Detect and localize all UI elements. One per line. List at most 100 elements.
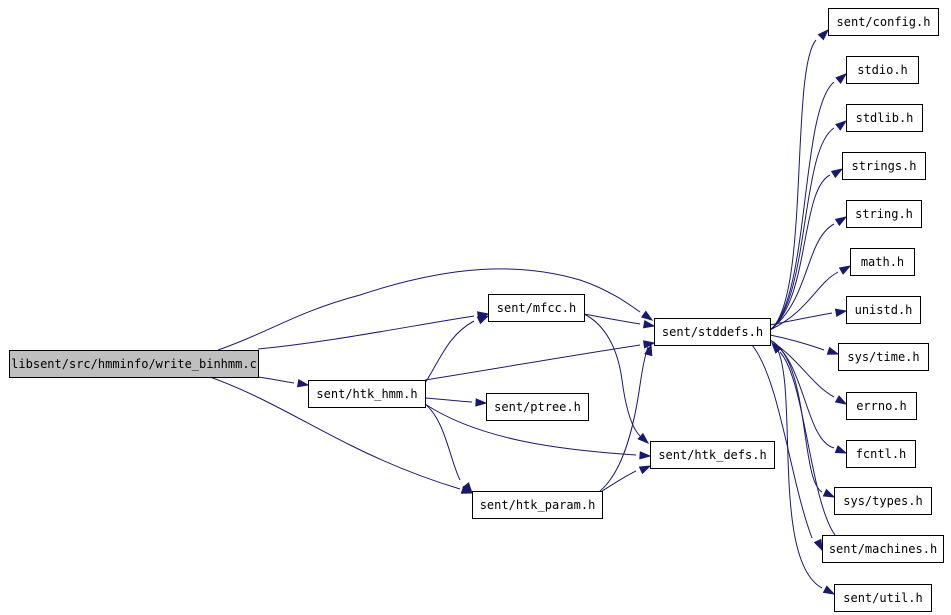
node-label: errno.h: [856, 399, 907, 413]
node-box: [842, 152, 926, 180]
edge-stddefs-to-stdio: [769, 73, 848, 331]
edge-line: [601, 470, 637, 492]
edge-mfcc-to-stddefs: [583, 313, 656, 329]
edge-arrowhead: [643, 340, 656, 349]
edge-arrowhead: [642, 320, 656, 329]
node-fcntl: fcntl.h: [846, 440, 916, 468]
edge-line: [424, 403, 461, 481]
edge-arrowhead: [822, 585, 836, 595]
node-ptree[interactable]: sent/ptree.h: [486, 393, 589, 421]
node-box: [650, 441, 775, 469]
edge-arrowhead: [835, 73, 848, 84]
edge-stddefs-to-fcntl: [769, 339, 848, 454]
edge-arrowhead: [834, 216, 848, 227]
node-label: sent/config.h: [837, 15, 931, 29]
edge-arrowhead: [640, 310, 654, 321]
edge-htk_hmm-to-ptree: [424, 397, 488, 407]
edge-line: [774, 344, 823, 589]
edge-arrowhead: [817, 28, 830, 41]
node-label: sent/ptree.h: [494, 400, 581, 414]
edge-write_binhmm-to-mfcc: [257, 311, 490, 350]
edges-layer: [209, 28, 852, 595]
edge-arrowhead: [638, 465, 652, 475]
node-machines[interactable]: sent/machines.h: [822, 535, 944, 563]
edge-machines-to-stddefs: [771, 341, 836, 536]
edge-arrowhead: [826, 346, 840, 355]
node-config[interactable]: sent/config.h: [828, 8, 939, 36]
edge-line: [583, 313, 641, 437]
node-label: sent/machines.h: [829, 542, 937, 556]
node-box: [838, 343, 929, 371]
node-box: [846, 440, 916, 468]
node-box: [846, 200, 922, 228]
edge-htk_param-to-htk_defs: [601, 465, 652, 492]
edge-stddefs-to-systime: [769, 334, 840, 355]
edge-line: [217, 268, 641, 351]
edge-line: [424, 397, 473, 403]
edge-arrowhead: [830, 168, 844, 179]
node-label: math.h: [861, 255, 904, 269]
edge-arrowhead: [462, 482, 473, 495]
node-label: stdio.h: [857, 63, 908, 77]
edge-line: [424, 320, 475, 384]
edge-line: [769, 223, 835, 331]
edge-arrowhead: [835, 120, 848, 131]
node-label: sent/util.h: [843, 591, 922, 605]
node-box: [9, 350, 259, 378]
edge-stddefs-to-machines: [751, 344, 823, 552]
node-box: [834, 584, 932, 612]
node-htk_param[interactable]: sent/htk_param.h: [472, 491, 603, 519]
edge-arrowhead: [834, 395, 848, 405]
node-box: [822, 535, 944, 563]
node-stddefs[interactable]: sent/stddefs.h: [654, 318, 771, 346]
edge-arrowhead: [637, 432, 650, 445]
edge-line: [769, 312, 833, 326]
node-label: sent/stddefs.h: [662, 325, 763, 339]
node-label: sent/htk_param.h: [480, 498, 596, 512]
node-box: [846, 296, 921, 324]
node-box: [834, 487, 932, 515]
node-box: [654, 318, 771, 346]
node-box: [850, 248, 915, 276]
edge-stddefs-to-systypes: [769, 339, 836, 498]
node-htk_hmm[interactable]: sent/htk_hmm.h: [308, 380, 426, 408]
node-systypes: sys/types.h: [834, 487, 932, 515]
node-box: [486, 393, 589, 421]
node-htk_defs[interactable]: sent/htk_defs.h: [650, 441, 775, 469]
edge-arrowhead: [834, 445, 848, 454]
node-label: sent/htk_defs.h: [658, 448, 766, 462]
node-box: [846, 56, 919, 84]
edge-stddefs-to-util: [774, 344, 836, 595]
edge-arrowhead: [644, 343, 653, 357]
edge-htk_hmm-to-mfcc: [424, 315, 490, 384]
edge-arrowhead: [838, 265, 852, 275]
node-box: [828, 8, 939, 36]
node-label: sent/htk_hmm.h: [316, 387, 417, 401]
edge-line: [779, 351, 836, 536]
node-write_binhmm[interactable]: libsent/src/hmminfo/write_binhmm.c: [9, 350, 259, 378]
edge-line: [257, 315, 475, 350]
edge-line: [583, 313, 641, 325]
node-label: sent/mfcc.h: [497, 301, 576, 315]
edge-arrowhead: [296, 379, 310, 388]
edge-mfcc-to-htk_defs: [583, 313, 650, 445]
edge-stddefs-to-strings: [769, 168, 844, 331]
node-label: strings.h: [851, 159, 916, 173]
node-stdio: stdio.h: [846, 56, 919, 84]
edge-line: [424, 344, 641, 381]
node-label: libsent/src/hmminfo/write_binhmm.c: [11, 357, 257, 371]
edge-line: [769, 271, 839, 331]
node-label: sys/types.h: [843, 494, 922, 508]
edge-arrowhead: [813, 538, 823, 552]
edge-arrowhead: [771, 341, 782, 354]
node-util[interactable]: sent/util.h: [834, 584, 932, 612]
edge-line: [769, 127, 835, 331]
edge-stddefs-to-config: [769, 28, 830, 331]
node-systime: sys/time.h: [838, 343, 929, 371]
edge-arrowhead: [639, 451, 652, 460]
edge-line: [599, 346, 649, 492]
node-box: [488, 294, 585, 322]
node-mfcc[interactable]: sent/mfcc.h: [488, 294, 585, 322]
node-math: math.h: [850, 248, 915, 276]
